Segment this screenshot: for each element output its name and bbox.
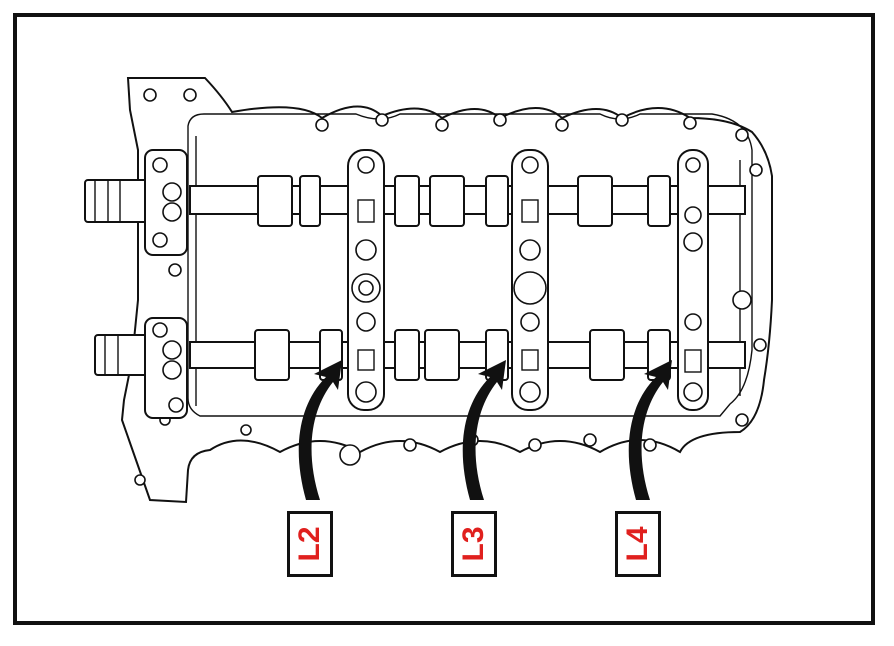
exhaust-camshaft [94, 329, 746, 381]
label-box-l2: L2 [287, 511, 333, 577]
label-l4: L4 [621, 526, 654, 562]
pointer-arrow-l3 [462, 360, 506, 500]
front-bearing-cap-upper [144, 149, 188, 256]
cylinder-head-outline [120, 77, 773, 504]
bearing-cap-l3 [511, 149, 549, 411]
label-box-l4: L4 [615, 511, 661, 577]
intake-camshaft [84, 175, 746, 227]
bearing-cap-l2 [347, 149, 385, 411]
pointer-arrow-l4 [628, 360, 672, 500]
inner-wall [187, 113, 753, 417]
bearing-cap-l4 [677, 149, 709, 411]
label-box-l3: L3 [451, 511, 497, 577]
pointer-arrow-l2 [298, 360, 342, 500]
perimeter-holes [134, 88, 767, 486]
front-bearing-cap-lower [144, 317, 188, 419]
label-l2: L2 [293, 526, 326, 562]
label-l3: L3 [457, 526, 490, 562]
